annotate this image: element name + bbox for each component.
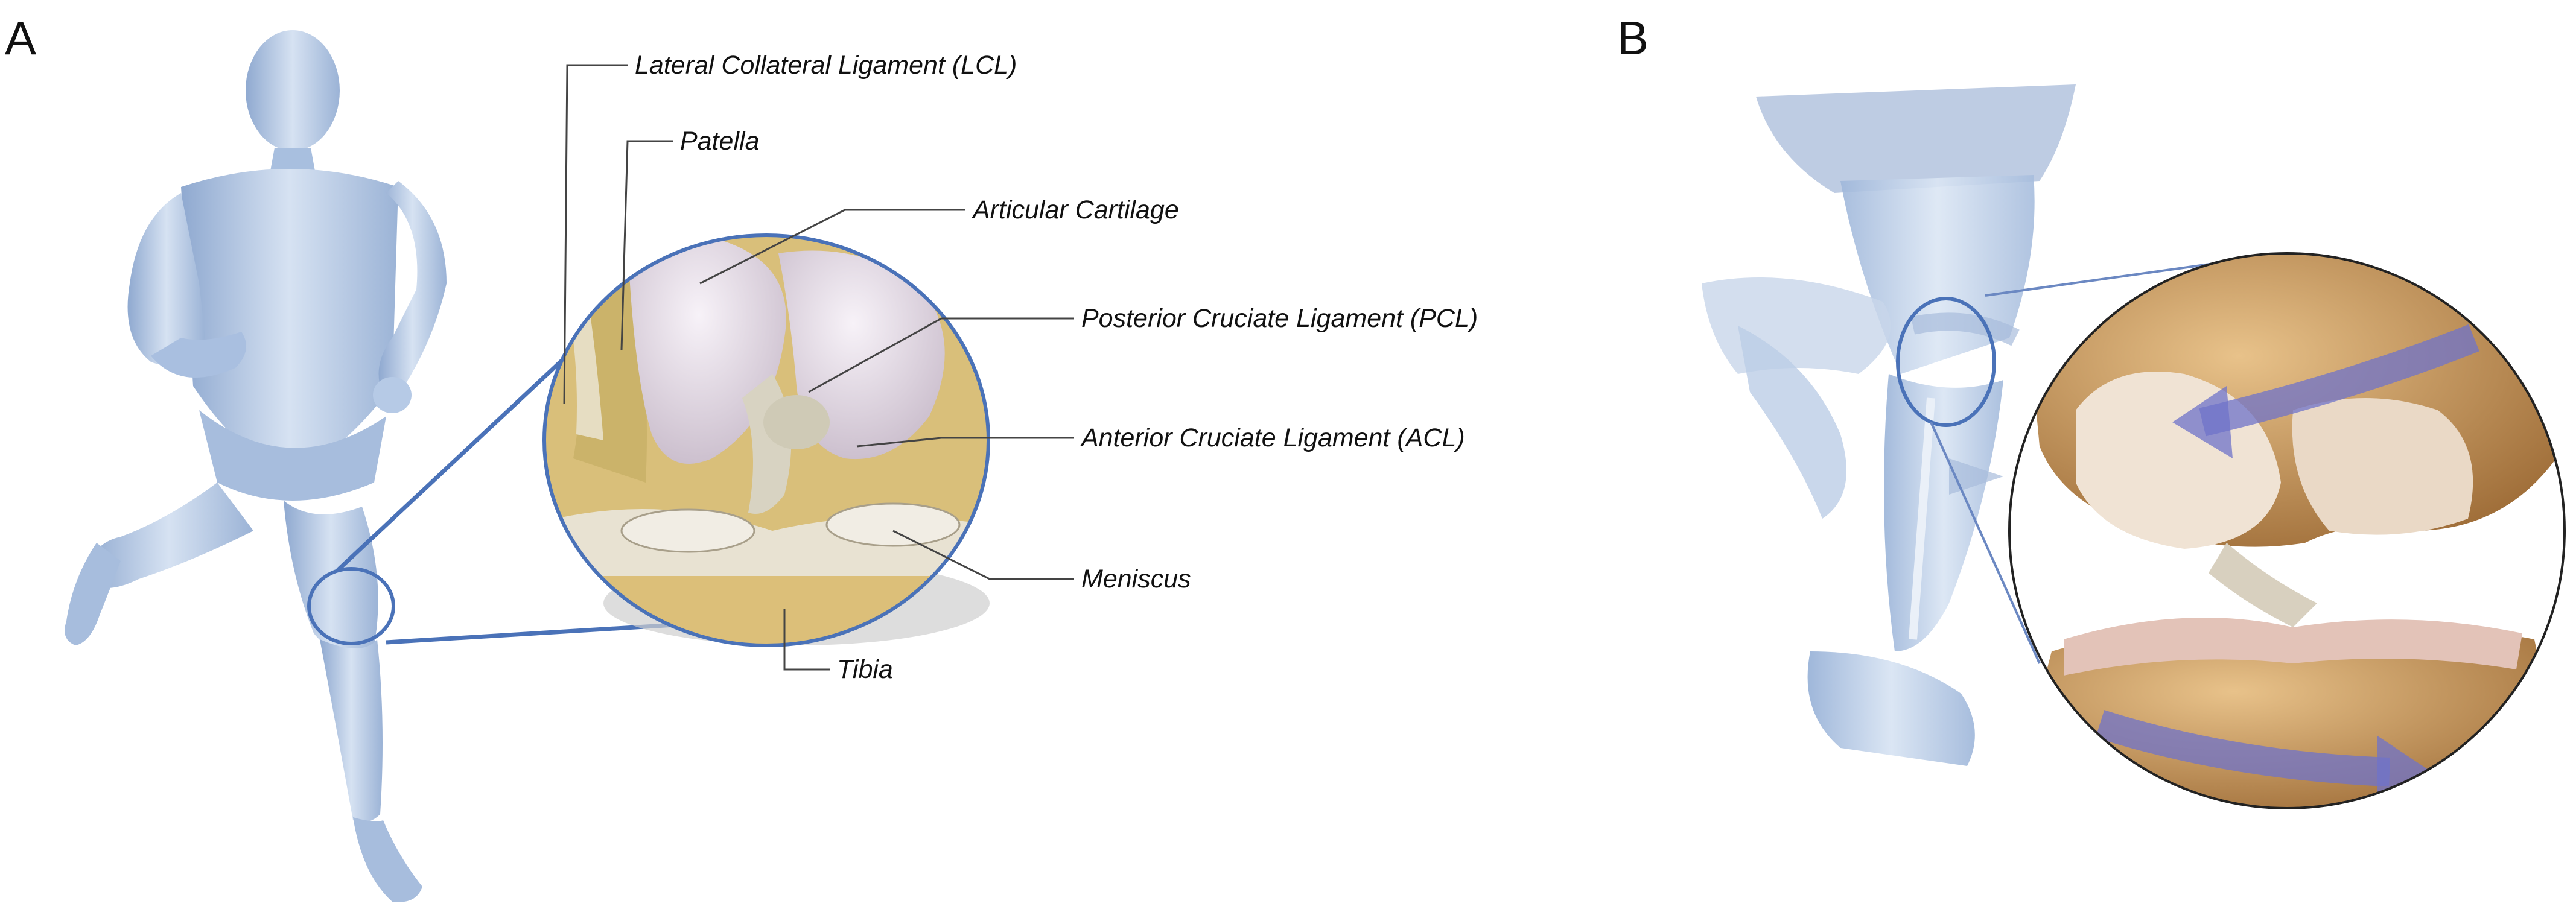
knee-highlight-circle-a: [307, 567, 395, 645]
label-patella: Patella: [680, 127, 759, 156]
running-figure-illustration: [65, 30, 447, 902]
leader-acl: [856, 437, 1074, 448]
knee-joint-magnified: [2008, 252, 2566, 809]
leader-articular-cartilage: [699, 209, 965, 285]
leg-illustration: [1702, 84, 2076, 766]
panel-a-letter: A: [5, 11, 36, 65]
label-lcl: Lateral Collateral Ligament (LCL): [635, 51, 1017, 80]
leader-patella: [620, 140, 673, 350]
zoom-line-upper-a: [336, 348, 575, 572]
leader-lcl: [563, 64, 628, 405]
leader-meniscus: [892, 530, 1074, 580]
leader-tibia: [783, 609, 830, 671]
label-acl: Anterior Cruciate Ligament (ACL): [1080, 423, 1465, 452]
leader-pcl: [808, 317, 1074, 393]
label-articular-cartilage: Articular Cartilage: [971, 195, 1179, 224]
zoom-line-lower-b: [1930, 422, 2041, 664]
label-pcl: Posterior Cruciate Ligament (PCL): [1081, 304, 1478, 333]
knee-anatomy-magnified: [542, 233, 990, 647]
label-tibia: Tibia: [837, 655, 893, 684]
label-meniscus: Meniscus: [1081, 565, 1191, 593]
callout-leaders: [563, 64, 1074, 671]
knee-highlight-circle-b: [1896, 297, 1996, 427]
panel-b-letter: B: [1617, 11, 1649, 65]
